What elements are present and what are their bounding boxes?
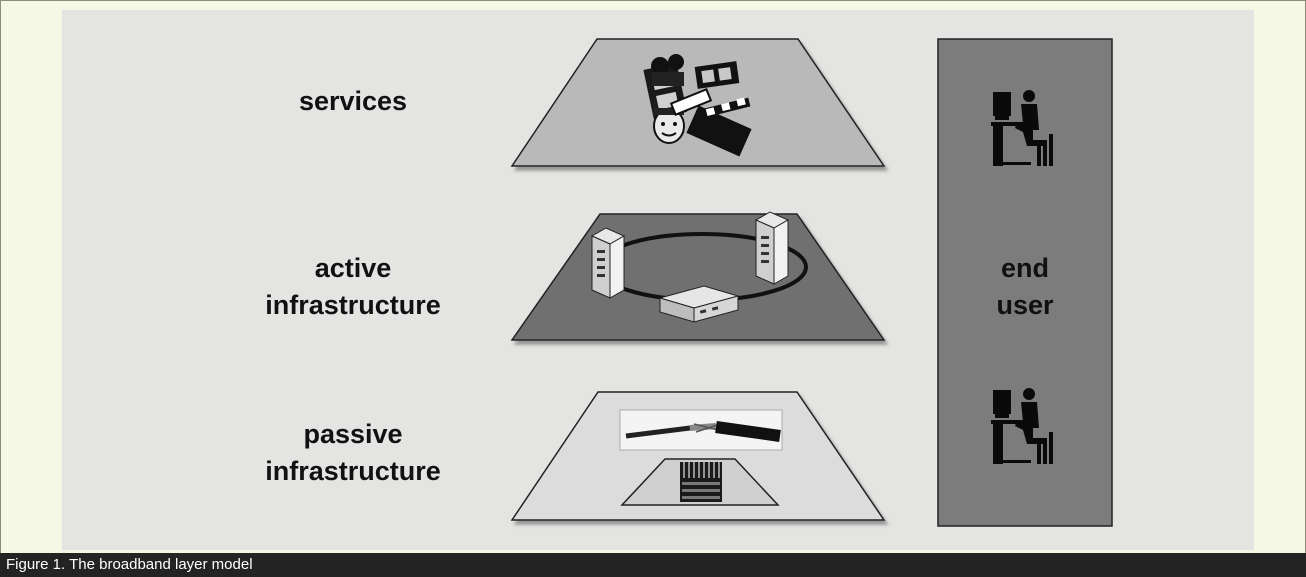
server-tower-icon — [592, 228, 624, 298]
services-layer-label: services — [203, 83, 503, 120]
end-user-label: end user — [938, 250, 1112, 324]
server-tower-icon — [756, 212, 788, 284]
fiber-cable-icon — [620, 410, 782, 450]
passive-infrastructure-label: passive infrastructure — [203, 416, 503, 490]
fiber-bundle-icon — [680, 462, 722, 502]
active-infrastructure-label: active infrastructure — [203, 250, 503, 324]
figure-caption: Figure 1. The broadband layer model — [0, 553, 1306, 577]
